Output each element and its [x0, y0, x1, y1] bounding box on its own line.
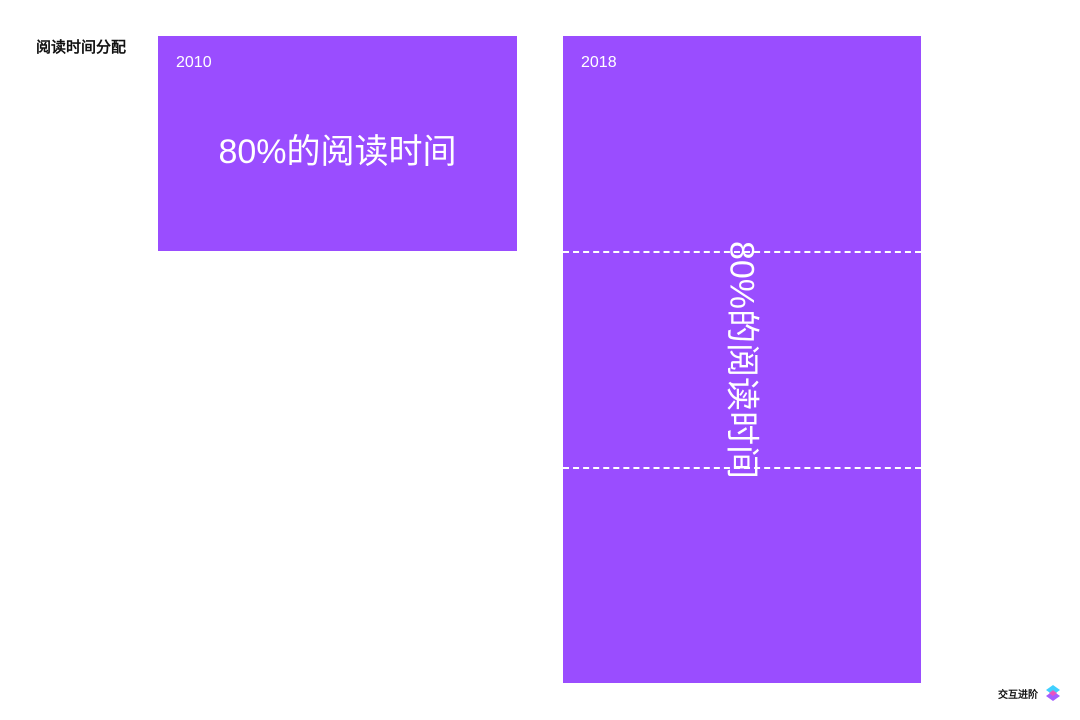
panel-2010: 2010 80%的阅读时间 [158, 36, 517, 251]
panel-year: 2018 [581, 54, 617, 71]
panel-year: 2010 [176, 54, 212, 71]
divider-dashed-top [563, 251, 921, 253]
panel-label-vertical: 80%的阅读时间 [722, 240, 761, 480]
divider-dashed-bottom [563, 467, 921, 469]
page-title: 阅读时间分配 [36, 38, 127, 56]
diamond-logo-icon [1046, 685, 1060, 701]
panel-label: 80%的阅读时间 [218, 133, 457, 171]
brand-name: 交互进阶 [998, 690, 1038, 701]
panel-2018: 2018 80%的阅读时间 [563, 36, 921, 683]
